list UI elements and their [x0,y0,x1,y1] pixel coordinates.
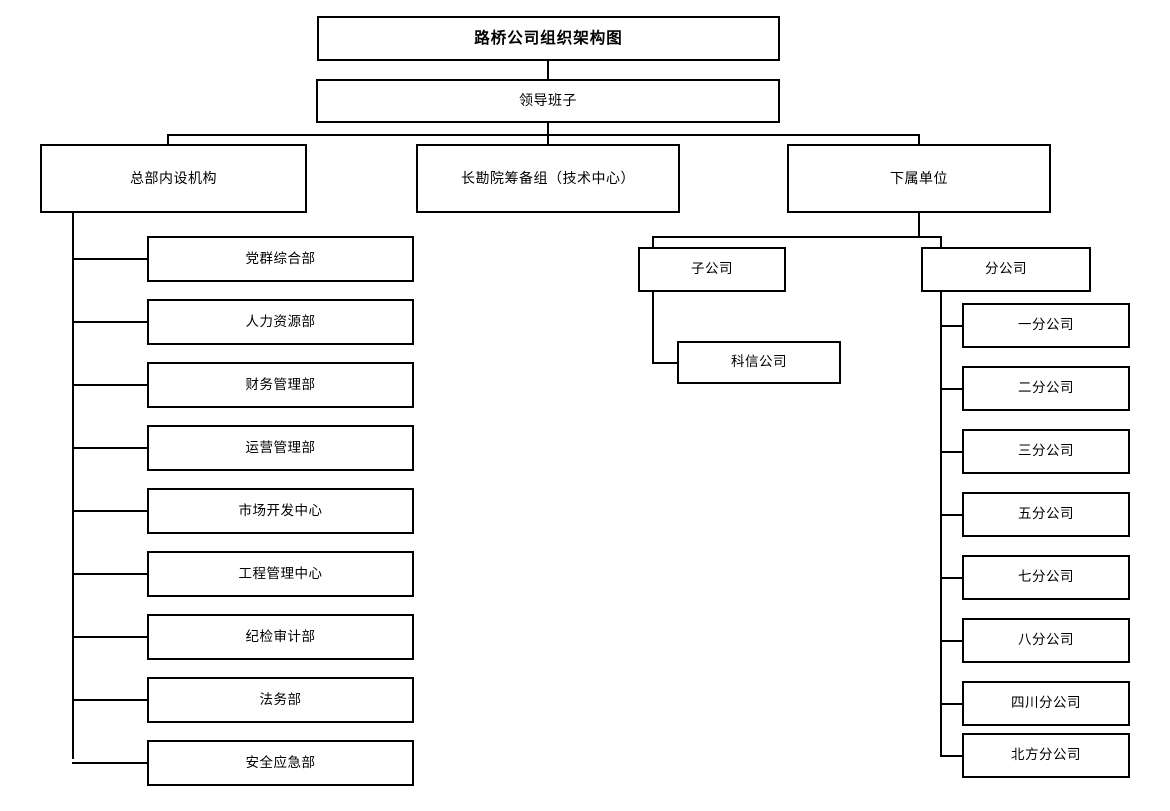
node-department-8: 法务部 [147,677,414,723]
connector-hq-stub-4 [72,447,147,449]
node-subsidiary-1: 科信公司 [677,341,841,384]
connector-subsidiary-stub-1 [652,361,677,364]
connector-bus-to-subsidiary [652,236,654,247]
node-branch-8: 北方分公司 [962,733,1130,778]
connector-branch-stub-6 [940,639,962,642]
connector-hq-stub-1 [72,258,147,260]
node-subsidiary-group: 子公司 [638,247,786,292]
node-branch-4: 五分公司 [962,492,1130,537]
node-branch-1: 一分公司 [962,303,1130,348]
connector-bus-to-hq [167,134,169,145]
connector-branch-stub-7 [940,702,962,705]
node-branch-7: 四川分公司 [962,681,1130,726]
connector-hq-stub-8 [72,699,147,701]
connector-branch-stub-5 [940,576,962,579]
node-branch-group: 分公司 [921,247,1091,292]
connector-hq-spine [72,213,74,759]
connector-hq-stub-5 [72,510,147,512]
node-tech-center: 长勘院筹备组（技术中心） [416,144,680,213]
connector-branch-stub-8 [940,754,962,757]
node-leadership: 领导班子 [316,79,780,123]
connector-branch-spine [940,292,942,756]
node-subordinate-units: 下属单位 [787,144,1051,213]
connector-branch-stub-1 [940,324,962,327]
connector-hq-stub-2 [72,321,147,323]
node-department-1: 党群综合部 [147,236,414,282]
node-department-4: 运营管理部 [147,425,414,471]
node-department-3: 财务管理部 [147,362,414,408]
node-hq-internal-units: 总部内设机构 [40,144,307,213]
connector-bus-to-tech-center [547,134,549,145]
connector-bus-to-branch [940,236,942,247]
connector-branch-stub-2 [940,387,962,390]
node-department-7: 纪检审计部 [147,614,414,660]
connector-hq-stub-9 [72,762,147,764]
connector-branch-stub-4 [940,513,962,516]
node-department-6: 工程管理中心 [147,551,414,597]
node-branch-2: 二分公司 [962,366,1130,411]
connector-bus-to-subordinate [918,134,920,145]
connector-subsidiary-spine [652,292,654,363]
node-branch-3: 三分公司 [962,429,1130,474]
connector-leadership-stem [547,122,549,136]
node-department-2: 人力资源部 [147,299,414,345]
connector-subordinate-stem [918,213,920,237]
connector-level2-bus [167,134,919,136]
connector-hq-stub-7 [72,636,147,638]
connector-subordinate-bus [652,236,942,238]
connector-branch-stub-3 [940,450,962,453]
connector-title-to-leadership [547,60,549,80]
node-department-9: 安全应急部 [147,740,414,786]
node-branch-6: 八分公司 [962,618,1130,663]
connector-hq-stub-3 [72,384,147,386]
org-chart-title-box: 路桥公司组织架构图 [317,16,780,61]
node-branch-5: 七分公司 [962,555,1130,600]
node-department-5: 市场开发中心 [147,488,414,534]
connector-hq-stub-6 [72,573,147,575]
